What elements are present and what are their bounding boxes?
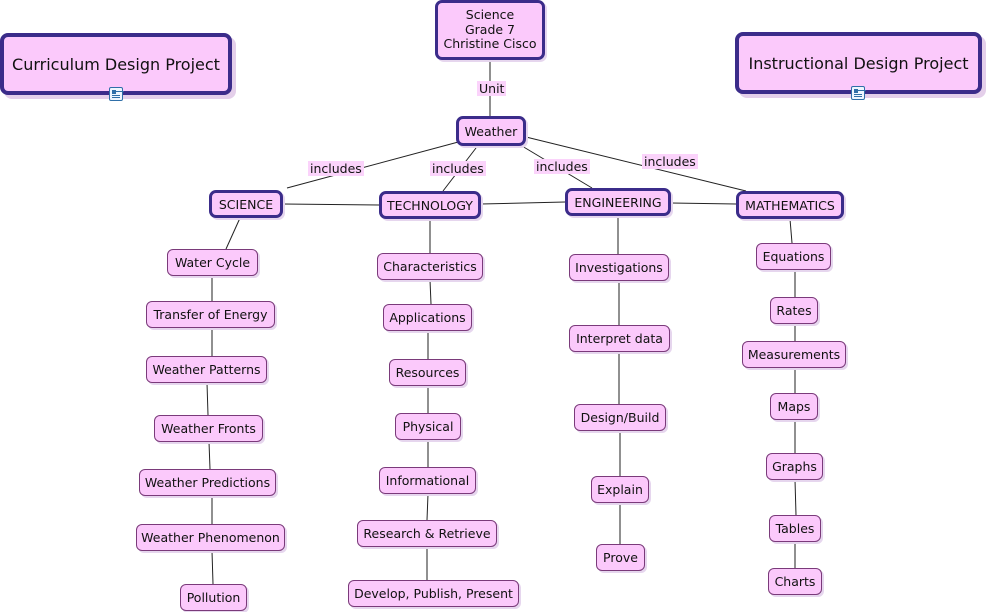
weather-label: Weather — [464, 123, 518, 139]
science-item[interactable]: Weather Fronts — [154, 415, 263, 442]
science-item-label: Water Cycle — [174, 255, 251, 270]
mathematics-item-label: Tables — [775, 521, 815, 536]
mathematics-label: MATHEMATICS — [745, 197, 835, 213]
science-item[interactable]: Weather Predictions — [139, 469, 276, 496]
mathematics-item[interactable]: Charts — [768, 568, 822, 595]
mathematics-item-label: Maps — [777, 399, 811, 414]
connector-line — [286, 140, 463, 189]
mathematics-item-label: Charts — [774, 574, 816, 589]
engineering-item[interactable]: Explain — [591, 476, 649, 503]
connector-line — [225, 217, 241, 250]
science-item-label: Weather Patterns — [152, 362, 261, 377]
mathematics-item[interactable]: Graphs — [766, 453, 823, 480]
technology-item[interactable]: Applications — [383, 304, 472, 331]
engineering-node[interactable]: ENGINEERING — [565, 188, 671, 216]
science-item-label: Weather Fronts — [161, 421, 256, 436]
technology-item[interactable]: Resources — [389, 359, 466, 386]
science-label: SCIENCE — [218, 196, 274, 212]
includes-link-label: includes — [534, 159, 590, 174]
engineering-item-label: Prove — [603, 550, 638, 565]
technology-item-label: Applications — [389, 310, 466, 325]
science-item[interactable]: Transfer of Energy — [146, 301, 275, 328]
engineering-item[interactable]: Prove — [596, 544, 645, 571]
technology-item-label: Informational — [385, 473, 470, 488]
technology-item-label: Physical — [402, 419, 454, 434]
mathematics-item[interactable]: Maps — [770, 393, 818, 420]
mathematics-node[interactable]: MATHEMATICS — [736, 191, 844, 219]
instructional-design-project-node[interactable]: Instructional Design Project — [735, 32, 982, 94]
mathematics-item-label: Measurements — [747, 347, 841, 362]
mathematics-item[interactable]: Rates — [770, 297, 818, 324]
technology-item-label: Develop, Publish, Present — [354, 586, 513, 601]
course-info-node[interactable]: Science Grade 7 Christine Cisco — [435, 0, 545, 60]
connector-line — [789, 218, 793, 244]
technology-item[interactable]: Informational — [379, 467, 476, 494]
connector-line — [429, 279, 432, 305]
engineering-item-label: Interpret data — [576, 331, 663, 346]
mathematics-item[interactable]: Tables — [769, 515, 821, 542]
engineering-item-label: Explain — [597, 482, 643, 497]
connector-line — [480, 201, 566, 205]
technology-item-label: Research & Retrieve — [363, 526, 491, 541]
science-item[interactable]: Pollution — [180, 584, 247, 611]
science-item-label: Transfer of Energy — [153, 307, 268, 322]
connector-line — [426, 493, 429, 521]
engineering-item[interactable]: Interpret data — [569, 325, 670, 352]
engineering-item-label: Design/Build — [580, 410, 660, 425]
science-item[interactable]: Weather Phenomenon — [136, 524, 285, 551]
includes-link-label: includes — [308, 161, 364, 176]
engineering-label: ENGINEERING — [574, 194, 662, 210]
connector-line — [670, 202, 737, 205]
engineering-item[interactable]: Design/Build — [574, 404, 666, 431]
mathematics-item-label: Rates — [776, 303, 812, 318]
curriculum-design-project-node[interactable]: Curriculum Design Project — [0, 33, 232, 95]
document-link-icon[interactable] — [109, 87, 123, 101]
technology-item[interactable]: Research & Retrieve — [357, 520, 497, 547]
author-text: Christine Cisco — [443, 36, 537, 52]
engineering-item[interactable]: Investigations — [569, 254, 669, 281]
mathematics-item-label: Graphs — [772, 459, 817, 474]
science-item-label: Pollution — [186, 590, 241, 605]
connector-line — [525, 136, 747, 192]
mathematics-item-label: Equations — [762, 249, 825, 264]
grade-text: Grade 7 — [464, 21, 516, 37]
science-node[interactable]: SCIENCE — [209, 190, 283, 218]
technology-label: TECHNOLOGY — [387, 197, 473, 213]
connector-line — [211, 550, 214, 585]
weather-node[interactable]: Weather — [456, 116, 526, 146]
technology-item-label: Resources — [395, 365, 460, 380]
technology-node[interactable]: TECHNOLOGY — [379, 191, 481, 219]
subject-text: Science — [465, 7, 515, 23]
engineering-item-label: Investigations — [575, 260, 663, 275]
connector-line — [282, 203, 380, 206]
technology-item[interactable]: Develop, Publish, Present — [348, 580, 519, 607]
includes-link-label: includes — [430, 161, 486, 176]
technology-item[interactable]: Physical — [395, 413, 461, 440]
science-item-label: Weather Phenomenon — [141, 530, 280, 545]
technology-item[interactable]: Characteristics — [377, 253, 483, 280]
instructional-design-project-label: Instructional Design Project — [748, 53, 969, 73]
science-item[interactable]: Weather Patterns — [146, 356, 267, 383]
curriculum-design-project-label: Curriculum Design Project — [12, 54, 220, 74]
unit-link-label: Unit — [477, 81, 507, 96]
mathematics-item[interactable]: Measurements — [742, 341, 846, 368]
includes-link-label: includes — [642, 154, 698, 169]
connector-line — [208, 441, 211, 470]
document-link-icon[interactable] — [851, 86, 865, 100]
science-item-label: Weather Predictions — [144, 475, 271, 490]
connector-line — [206, 382, 209, 416]
technology-item-label: Characteristics — [383, 259, 477, 274]
mathematics-item[interactable]: Equations — [756, 243, 831, 270]
science-item[interactable]: Water Cycle — [167, 249, 258, 276]
connector-line — [794, 479, 797, 516]
